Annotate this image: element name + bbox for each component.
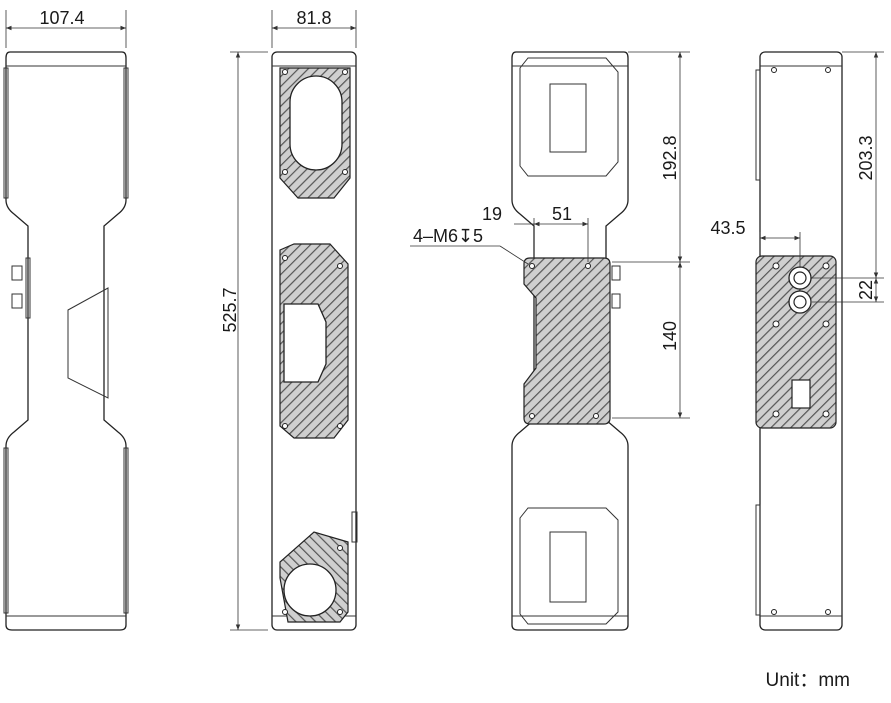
thread-spec-label: 4–M6↧5 — [413, 226, 483, 246]
overall-height-label: 525.7 — [220, 287, 240, 332]
side-width-label: 81.8 — [296, 8, 331, 28]
front-view: 107.4 — [3, 8, 129, 631]
hole-spacing-label: 51 — [552, 204, 572, 224]
right-height-label: 203.3 — [856, 135, 876, 180]
front-width-label: 107.4 — [39, 8, 84, 28]
right-view: 43.5 203.3 22 — [710, 51, 884, 631]
back-view: 19 51 4–M6↧5 192.8 140 — [410, 51, 690, 631]
connector-spacing-label: 22 — [856, 280, 876, 300]
connector-offset-label: 43.5 — [710, 218, 745, 238]
plate-height-label: 140 — [660, 321, 680, 351]
hole-offset-label: 19 — [482, 204, 502, 224]
unit-label: Unit：mm — [766, 670, 850, 691]
side-view: 81.8 525.7 — [220, 8, 358, 631]
top-offset-label: 192.8 — [660, 135, 680, 180]
